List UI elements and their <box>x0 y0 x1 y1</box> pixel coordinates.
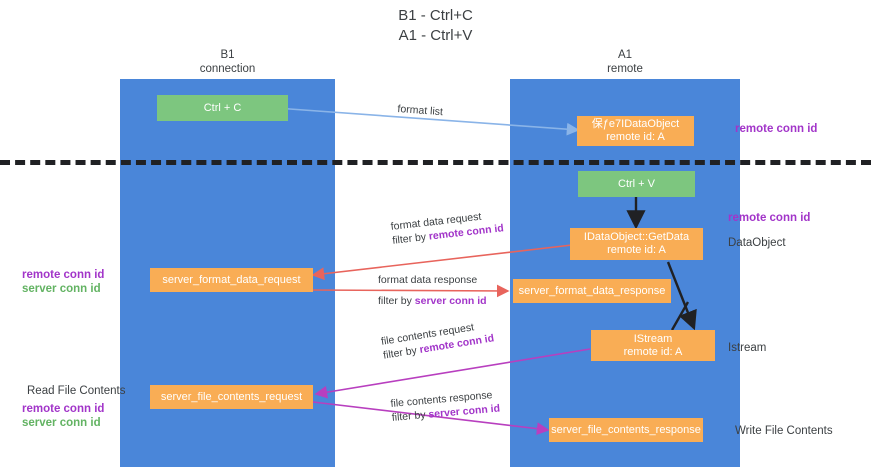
box-server-file-contents-request[interactable]: server_file_contents_request <box>150 385 313 409</box>
box-istream-line-2: remote id: A <box>623 345 683 358</box>
box-idataobject[interactable]: 保ƒе7IDataObject remote id: A <box>577 116 694 146</box>
box-ctrl-v[interactable]: Ctrl + V <box>578 171 695 197</box>
column-header-a1-sub: remote <box>607 63 643 75</box>
box-idataobject-getdata[interactable]: IDataObject::GetData remote id: A <box>570 228 703 260</box>
column-header-b1: B1 connection <box>120 48 335 76</box>
box-server-format-data-request[interactable]: server_format_data_request <box>150 268 313 292</box>
column-header-a1-name: A1 <box>617 49 633 61</box>
arrow-format-data-response <box>309 284 510 298</box>
box-getdata-line-2: remote id: A <box>607 244 666 256</box>
left-label-remote-conn-id-file: remote conn id <box>22 403 105 415</box>
box-idataobject-line-2: remote id: A <box>606 131 665 143</box>
box-istream[interactable]: IStream remote id: A <box>591 330 715 361</box>
arrow-file-contents-request <box>314 348 591 399</box>
left-label-read-file-contents: Read File Contents <box>27 385 126 397</box>
box-ctrl-c[interactable]: Ctrl + C <box>157 95 288 121</box>
arrow-format-list <box>275 107 580 136</box>
box-idataobject-line-1: 保ƒе7IDataObject <box>591 118 680 130</box>
box-server-format-data-response-label: server_format_data_response <box>518 284 666 297</box>
left-label-remote-conn-id-format: remote conn id <box>22 269 105 281</box>
edge-filter-prefix-2: filter by <box>378 295 415 307</box>
right-label-dataobject: DataObject <box>728 237 786 249</box>
column-header-b1-name: B1 <box>220 49 235 61</box>
arrow-response-to-istream <box>670 301 690 331</box>
left-label-server-conn-id-format: server conn id <box>22 283 101 295</box>
box-server-format-data-request-label: server_format_data_request <box>162 273 301 286</box>
section-divider <box>0 160 871 165</box>
edge-label-format-data-response-line-2: filter by server conn id <box>378 294 487 308</box>
box-ctrl-c-label: Ctrl + C <box>203 101 242 114</box>
left-label-server-conn-id-file: server conn id <box>22 417 101 429</box>
column-header-a1: A1 remote <box>510 48 740 76</box>
title-line-2: A1 - Ctrl+V <box>398 27 473 44</box>
column-header-b1-sub: connection <box>199 63 256 75</box>
box-server-file-contents-request-label: server_file_contents_request <box>160 390 303 403</box>
box-server-file-contents-response-label: server_file_contents_response <box>551 423 701 436</box>
arrow-file-contents-response <box>312 401 550 436</box>
box-ctrl-v-label: Ctrl + V <box>618 177 655 190</box>
arrow-getdata-to-istream <box>666 261 697 331</box>
title-line-1: B1 - Ctrl+C <box>398 7 473 24</box>
right-label-istream: Istream <box>728 342 767 354</box>
box-server-file-contents-response[interactable]: server_file_contents_response <box>549 418 703 442</box>
box-istream-line-1: IStream <box>633 332 673 345</box>
right-label-remote-conn-id-mid: remote conn id <box>728 212 811 224</box>
edge-label-format-data-response: format data response filter by server co… <box>378 273 487 308</box>
right-label-remote-conn-id-top: remote conn id <box>735 123 818 135</box>
diagram-title: B1 - Ctrl+C A1 - Ctrl+V <box>0 6 871 46</box>
box-getdata-line-1: IDataObject::GetData <box>583 231 690 243</box>
right-label-write-file-contents: Write File Contents <box>735 425 833 437</box>
arrow-format-data-request <box>311 244 573 281</box>
edge-label-format-data-response-line-1: format data response <box>378 274 478 286</box>
edge-filter-key-2: server conn id <box>414 295 487 307</box>
edge-filter-prefix-4: filter by <box>391 408 429 424</box>
box-server-format-data-response[interactable]: server_format_data_response <box>513 279 671 303</box>
